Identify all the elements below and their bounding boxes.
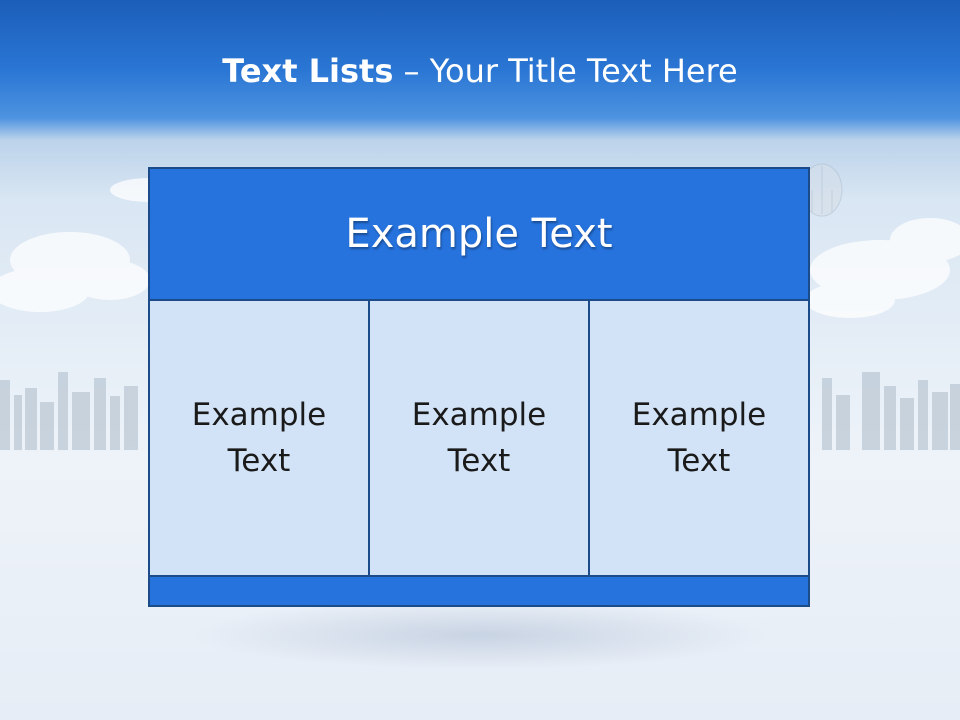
slide-title-rest: – Your Title Text Here [403,52,738,90]
slide-title: Text Lists – Your Title Text Here [0,52,960,90]
table-cell-2-text: Example Text [411,397,547,479]
table-cell-1: Example Text [148,299,370,577]
slide-title-bold: Text Lists [222,52,394,90]
table-header-cell: Example Text [148,167,810,301]
text-list-table: Example Text Example Text Example Text E… [148,167,810,609]
table-cell-3: Example Text [588,299,810,577]
table-cell-3-text: Example Text [631,397,767,479]
table-footer-bar [148,575,810,607]
panel-shadow [190,600,770,670]
table-cell-2: Example Text [368,299,590,577]
table-cell-1-text: Example Text [191,397,327,479]
